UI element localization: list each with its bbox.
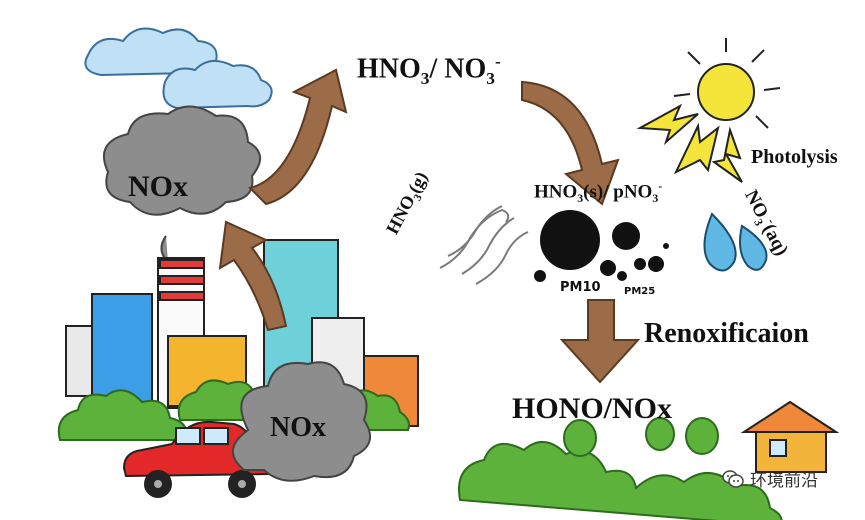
particle-phase-label: HNO3(s)/ pNO3- (534, 180, 662, 206)
particles (534, 210, 669, 282)
renoxification-label: Renoxificaion (644, 318, 809, 350)
photolysis-label: Photolysis (751, 146, 838, 169)
nox-car-label: NOx (270, 412, 326, 444)
hno3-no3-top-label: HNO3/ NO3- (357, 52, 501, 89)
pm25-label: PM25 (624, 286, 655, 297)
arrow-particles-to-hono (562, 300, 638, 382)
wechat-watermark: 环境前沿 (722, 466, 818, 491)
watermark-text: 环境前沿 (750, 466, 818, 491)
wechat-icon (722, 470, 744, 488)
sky-clouds (85, 29, 271, 109)
nox-cloud-label: NOx (128, 170, 188, 204)
hono-nox-label: HONO/NOx (512, 392, 672, 426)
pm10-label: PM10 (560, 280, 601, 295)
hno3-gas-lines (440, 206, 528, 284)
house (744, 402, 836, 472)
